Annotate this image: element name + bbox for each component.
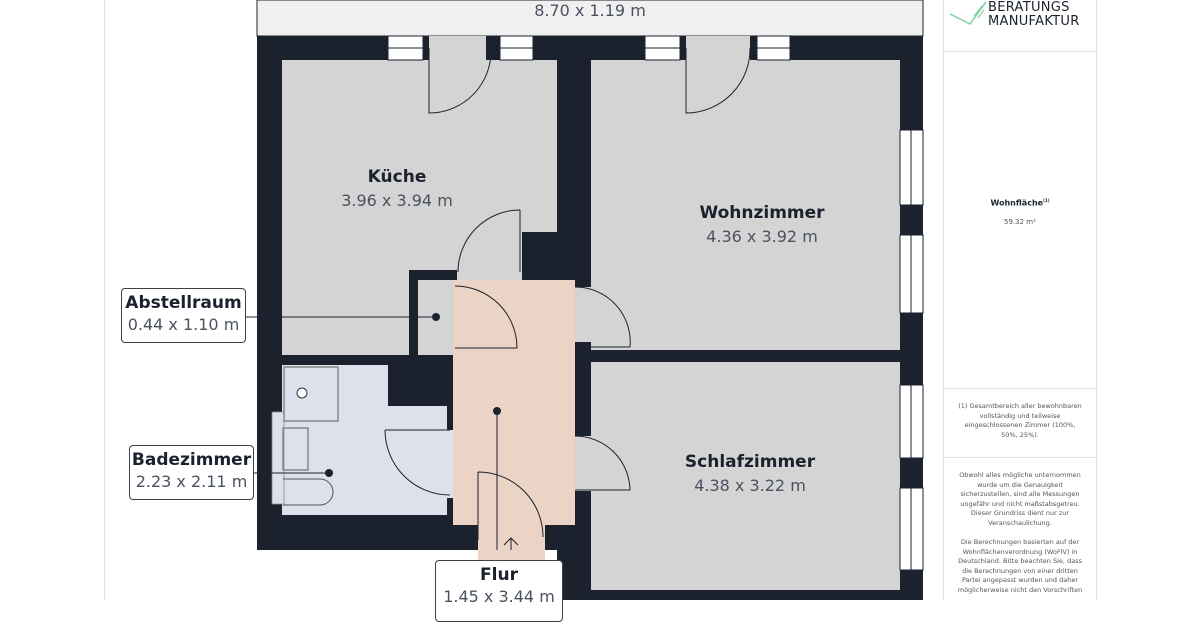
footnote-text: (1) Gesamtbereich aller bewohnbaren voll… [958,402,1082,439]
door-abstell [454,285,518,349]
disclaimer-text-2: Die Berechnungen basierten auf der Wohnf… [957,538,1083,594]
abstell-marker [432,313,440,321]
floor-plan [245,0,924,600]
schlafzimmer-label: Schlafzimmer 4.38 x 3.22 m [685,452,815,495]
area-value: 59.32 m² [1004,218,1036,226]
flur-marker [493,407,501,415]
logo-section: BERATUNGS MANUFAKTUR [944,0,1096,52]
info-panel: BERATUNGS MANUFAKTUR Wohnfläche(1) 59.32… [943,0,1097,600]
door-schlaf [574,435,631,491]
door-kueche [457,209,521,273]
flur-label: Flur 1.45 x 3.44 m [435,560,563,622]
balcony [256,0,924,37]
door-entrance [477,471,544,540]
toilet [283,478,334,506]
door-wohn-balcony [685,47,751,114]
area-section: Wohnfläche(1) 59.32 m² [944,52,1096,389]
room-wohnzimmer-door-area [575,287,591,342]
wohnzimmer-label: Wohnzimmer 4.36 x 3.92 m [699,203,824,246]
door-wohn [574,286,631,348]
kueche-label: Küche 3.96 x 3.94 m [341,167,453,210]
balcony-label: 8.70 x 1.19 m [534,1,646,20]
room-schlafzimmer [591,362,900,590]
balcony-door-opening [686,36,750,60]
badezimmer-label: Badezimmer 2.23 x 2.11 m [129,445,254,500]
entrance-arrow-icon [503,537,519,550]
room-name: Schlafzimmer [684,452,816,472]
disclaimer: Obwohl alles mögliche unternommen wurde … [944,458,1096,600]
logo-line2: MANUFAKTUR [988,14,1080,29]
bath-bay [271,411,285,505]
room-dims: 3.96 x 3.94 m [341,191,453,210]
shower [283,366,339,422]
room-name: Wohnzimmer [699,203,825,223]
bad-marker [325,469,333,477]
abstellraum-label: Abstellraum 0.44 x 1.10 m [121,288,246,343]
footnote: (1) Gesamtbereich aller bewohnbaren voll… [944,389,1096,458]
area-label: Wohnfläche [990,198,1044,208]
left-margin-line [104,0,105,600]
door-bad [384,429,451,496]
door-kueche-balcony [428,47,492,114]
room-dims: 4.38 x 3.22 m [694,476,806,495]
room-kueche-lower [282,270,409,355]
sink [282,427,309,471]
shower-drain [296,387,308,399]
bath-door-area [447,430,453,498]
balcony-door-opening [429,36,486,60]
logo-icon [949,1,987,25]
entrance-opening [478,550,545,560]
area-heading: Wohnfläche(1) [944,198,1096,208]
logo-line1: BERATUNGS [988,0,1070,15]
area-footnote-ref: (1) [1043,198,1050,203]
room-wohnzimmer [591,60,900,350]
room-flur [453,280,575,525]
room-kueche-door-area [457,232,522,280]
room-schlafzimmer-door-area [575,436,591,491]
room-dims: 4.36 x 3.92 m [706,227,818,246]
disclaimer-text-1: Obwohl alles mögliche unternommen wurde … [959,471,1081,527]
room-name: Küche [367,167,427,187]
bath-wall-block [388,365,448,406]
